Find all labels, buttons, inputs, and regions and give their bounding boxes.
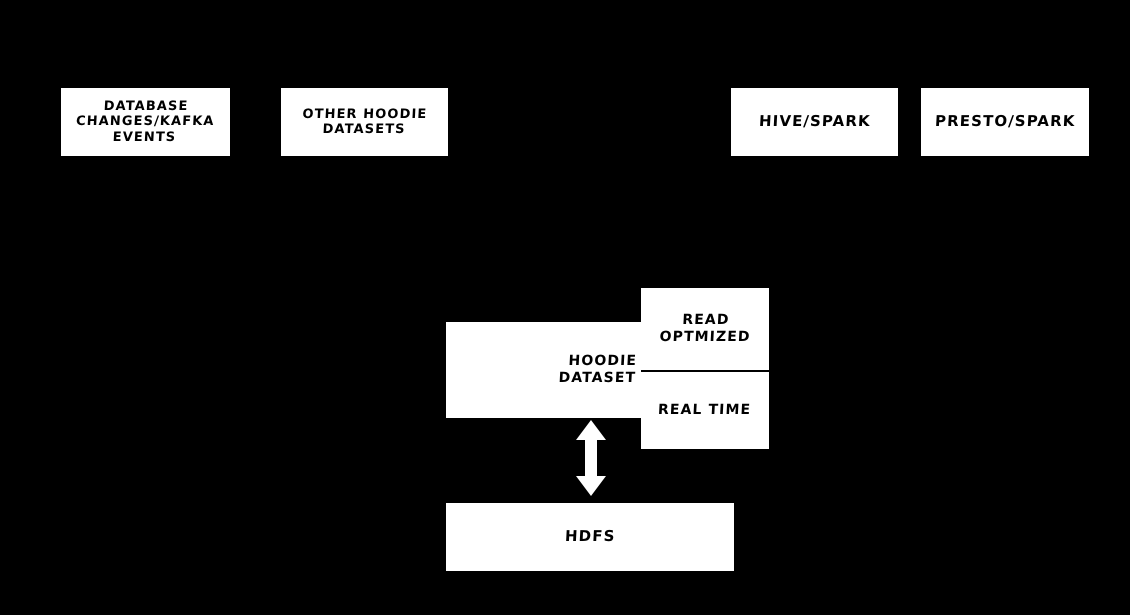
- node-hoodie-dataset-label: Hoodie Dataset: [558, 353, 638, 386]
- double-headed-arrow-polygon: [576, 420, 606, 496]
- node-database-changes-kafka-events[interactable]: Database Changes/Kafka Events: [61, 88, 230, 156]
- node-real-time-view[interactable]: Real Time: [641, 372, 769, 449]
- node-read-optimized-view-label: Read Optmized: [658, 312, 751, 345]
- node-read-optimized-view[interactable]: Read Optmized: [641, 288, 769, 372]
- node-database-changes-kafka-events-label: Database Changes/Kafka Events: [75, 99, 216, 145]
- node-other-hoodie-datasets-label: Other Hoodie Datasets: [302, 106, 428, 137]
- double-headed-arrow-icon: [571, 418, 611, 498]
- double-headed-arrow-shape: [576, 420, 606, 496]
- node-hdfs-label: HDFS: [564, 527, 616, 546]
- node-presto-spark-label: Presto/Spark: [934, 112, 1076, 131]
- node-other-hoodie-datasets[interactable]: Other Hoodie Datasets: [281, 88, 448, 156]
- node-presto-spark[interactable]: Presto/Spark: [921, 88, 1089, 156]
- node-hoodie-dataset[interactable]: Hoodie Dataset: [446, 322, 641, 418]
- node-real-time-view-label: Real Time: [658, 402, 752, 419]
- node-hdfs[interactable]: HDFS: [446, 503, 734, 571]
- node-hive-spark[interactable]: Hive/Spark: [731, 88, 898, 156]
- node-hive-spark-label: Hive/Spark: [758, 112, 871, 131]
